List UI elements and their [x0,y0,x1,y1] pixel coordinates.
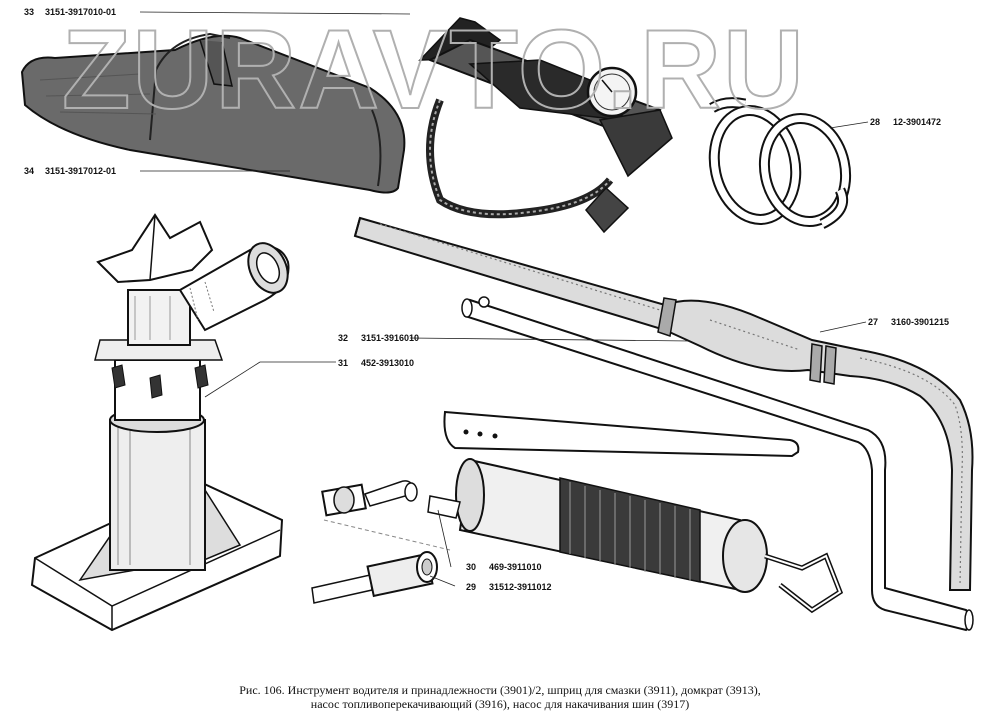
callout-29-part: 31512-3911012 [489,582,552,592]
callout-33-part: 3151-3917010-01 [45,7,116,17]
callout-30-pos: 30 [466,562,476,572]
callout-31-pos: 31 [338,358,348,368]
caption-line-2: насос топливоперекачивающий (3916), насо… [310,697,690,711]
callout-27-part: 3160-3901215 [891,317,949,327]
callout-27-pos: 27 [868,317,878,327]
callout-34-part: 3151-3917012-01 [45,166,116,176]
caption-line-1: Рис. 106. Инструмент водителя и принадле… [239,683,761,697]
callout-28-part: 12-3901472 [893,117,941,127]
jack-illustration [30,213,290,632]
leader-32 [409,337,691,342]
nozzle-29-illustration [311,551,438,604]
leader-29 [429,575,456,587]
grease-gun-illustration [427,410,844,614]
tool-bag-illustration [20,32,406,194]
leader-31 [204,361,261,398]
handle-rod-illustration [461,296,974,632]
callout-33-pos: 33 [24,7,34,17]
leader-30 [437,509,452,568]
callout-31-part: 452-3913010 [361,358,414,368]
callout-32-pos: 32 [338,333,348,343]
callout-28-pos: 28 [870,117,880,127]
nozzle-30-illustration [321,480,451,551]
leader-lines [139,11,869,587]
leader-33 [139,11,411,15]
fuel-transfer-pump-illustration [353,216,974,591]
callout-32-part: 3151-3916010 [361,333,419,343]
leader-27 [819,321,867,333]
callout-30-part: 469-3911010 [489,562,542,572]
hose-coil-illustration [708,97,852,229]
watermark-text: ZURAVTO.RU [62,7,806,132]
callout-29-pos: 29 [466,582,476,592]
callout-34-pos: 34 [24,166,34,176]
foot-pump-illustration [418,17,673,234]
figure-caption: Рис. 106. Инструмент водителя и принадле… [0,683,1000,711]
leader-28 [829,121,869,129]
